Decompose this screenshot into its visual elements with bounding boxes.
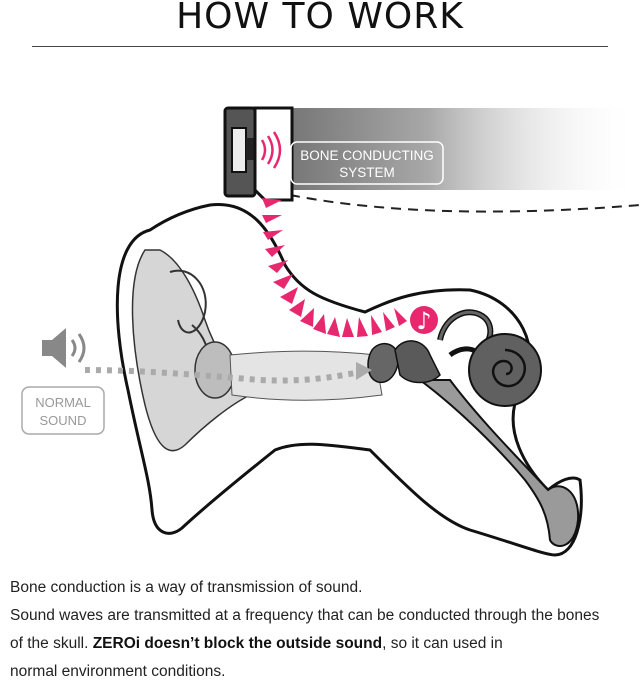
normal-label-line1: NORMAL [35,395,91,410]
head-outline [290,195,640,212]
bone-conduction-diagram: ♪ BONE CONDUCTING SYSTEM NORMAL SOUND [0,50,640,570]
caption-line-3: of the skull. ZEROi doesn’t block the ou… [10,630,635,658]
caption-line-3-start: of the skull. [10,635,93,652]
caption-line-3-end: , so it can used in [382,635,503,652]
caption-line-4: normal environment conditions. [10,658,635,686]
title-divider [32,46,608,47]
caption-line-2: Sound waves are transmitted at a frequen… [10,602,635,630]
normal-label-line2: SOUND [40,413,87,428]
bone-label-line2: SYSTEM [339,165,395,180]
description-text: Bone conduction is a way of transmission… [10,574,635,686]
caption-highlight: ZEROi doesn’t block the outside sound [93,635,382,652]
earpiece-device [225,108,292,200]
svg-text:♪: ♪ [416,307,431,335]
caption-line-1: Bone conduction is a way of transmission… [10,574,635,602]
bone-label-line1: BONE CONDUCTING [300,148,434,163]
normal-sound-label: NORMAL SOUND [22,387,104,434]
page-title: HOW TO WORK [0,0,640,37]
speaker-icon [42,328,84,368]
